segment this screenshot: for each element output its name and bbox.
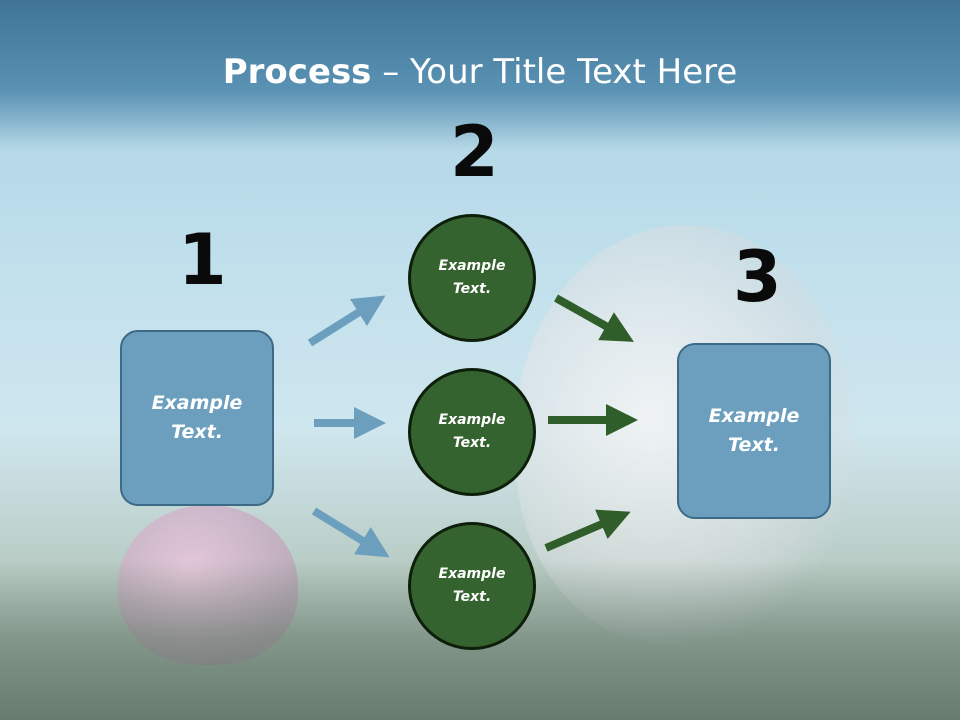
process-box-right-text: Example Text. [708, 405, 800, 456]
process-box-right[interactable]: Example Text. [677, 343, 831, 519]
title-band [0, 0, 960, 150]
slide-title: Process – Your Title Text Here [0, 52, 960, 92]
process-circle-middle-text: Example Text. [438, 412, 506, 451]
arrow-box1-to-circle-top [307, 295, 386, 347]
step-number-1: 1 [178, 219, 227, 301]
step-number-2: 2 [450, 111, 499, 193]
title-rest: – Your Title Text Here [371, 52, 738, 92]
process-circle-bottom-text: Example Text. [438, 566, 506, 605]
process-circle-middle[interactable]: Example Text. [408, 368, 536, 496]
arrow-box1-to-circle-bottom [311, 507, 390, 558]
process-circle-top-text: Example Text. [438, 258, 506, 297]
process-circle-top[interactable]: Example Text. [408, 214, 536, 342]
process-box-left-text: Example Text. [151, 392, 243, 443]
arrow-circle-bottom-to-box3 [544, 509, 631, 552]
title-bold: Process [222, 52, 372, 92]
arrow-circle-top-to-box3 [554, 294, 634, 342]
process-circle-bottom[interactable]: Example Text. [408, 522, 536, 650]
process-box-left[interactable]: Example Text. [120, 330, 274, 506]
step-number-3: 3 [733, 236, 782, 318]
